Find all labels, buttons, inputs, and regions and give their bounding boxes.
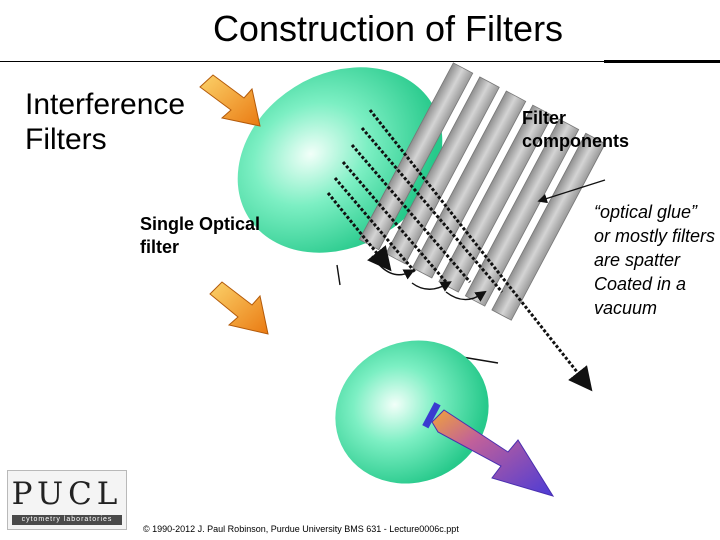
copyright-footer: © 1990-2012 J. Paul Robinson, Purdue Uni… [143,524,459,534]
light-ray [350,144,472,283]
orange-arrow-icon [199,74,261,127]
title-divider [0,60,720,63]
single-filter-plate [422,402,441,429]
pucl-logo: PUCL cytometry laboratories [7,470,127,530]
reflection-arrow [411,281,452,292]
logo-subtitle: cytometry laboratories [12,515,122,525]
light-ray [341,161,448,283]
filter-components-label: Filter components [522,108,630,151]
single-optical-filter-label: Single Optical filter [140,214,261,257]
light-ray [360,127,504,293]
reflection-arrow [371,255,416,280]
interference-filters-heading: Interference Filters [25,88,186,156]
light-rays [326,109,593,392]
filter-plate [491,132,606,321]
optical-glue-note: “optical glue” or mostly filters are spa… [594,202,716,318]
logo-wordmark: PUCL [11,476,123,512]
pointer-line [537,179,606,204]
filter-plate [411,90,527,279]
orange-arrow-icon [209,281,269,335]
lower-optical-element [335,340,489,484]
light-ray [333,177,417,273]
reflection-arrow [445,290,487,302]
reflection-arrow [336,264,341,286]
reflection-arrows [336,255,487,302]
light-ray [368,109,593,392]
slide-title: Construction of Filters [212,8,564,49]
base-line [461,356,499,364]
violet-arrow-icon [422,402,555,497]
